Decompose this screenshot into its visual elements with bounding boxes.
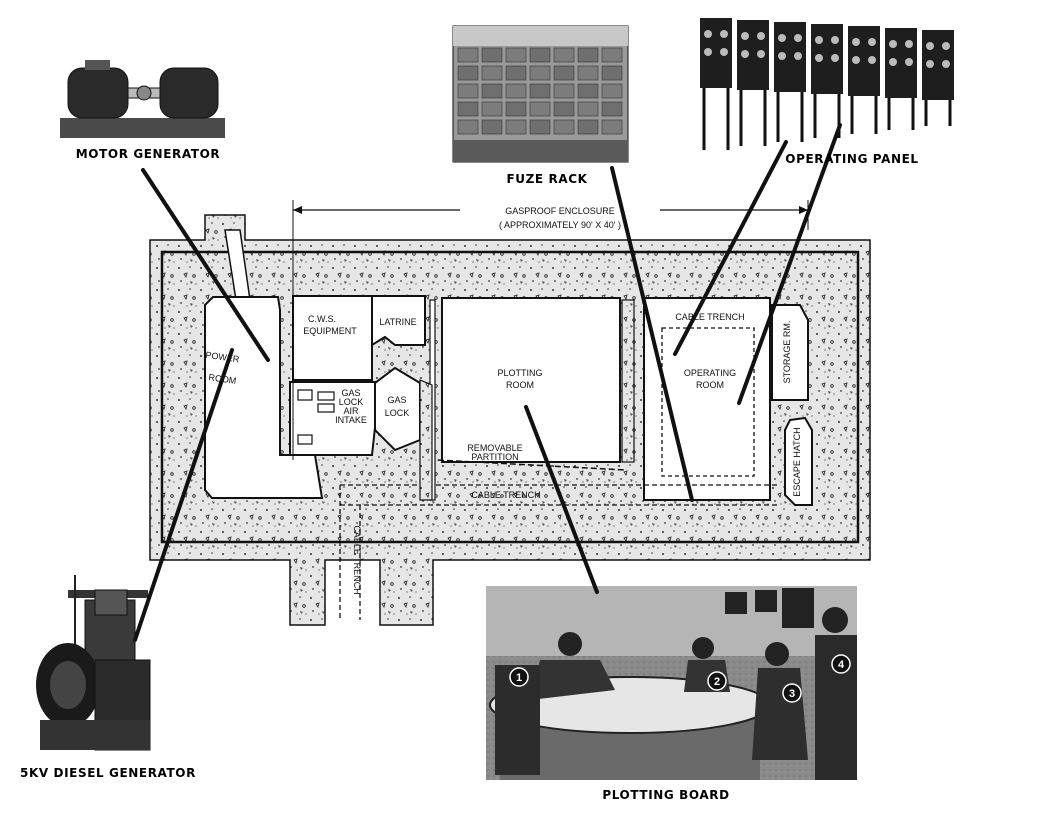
photo-number-4: 4: [831, 654, 851, 674]
gas-lock-label-2: LOCK: [385, 408, 410, 418]
plotting-board-photo: 1 2 3 4: [486, 586, 857, 780]
air-intake-label-4: INTAKE: [335, 415, 367, 425]
svg-text:1: 1: [516, 672, 522, 684]
fuze-rack-photo: [452, 25, 629, 163]
cable-trench-bottom-label: CABLE TRENCH: [471, 490, 540, 500]
cable-trench-vertical-label: CABLE TRENCH: [352, 525, 362, 594]
caption-plotting-board: PLOTTING BOARD: [602, 788, 729, 802]
inner-boundary: [160, 250, 860, 544]
svg-text:3: 3: [789, 688, 795, 700]
caption-fuze-rack: FUZE RACK: [506, 172, 587, 186]
caption-diesel-generator: 5KV DIESEL GENERATOR: [20, 766, 196, 780]
enclosure-title: GASPROOF ENCLOSURE: [505, 206, 615, 216]
cable-trench-top-label: CABLE TRENCH: [675, 312, 744, 322]
operating-panel-photo: [694, 14, 958, 154]
cws-label-2: EQUIPMENT: [303, 326, 357, 336]
partition-label-2: PARTITION: [471, 452, 518, 462]
air-intake-label-1: GAS: [341, 388, 360, 398]
photo-number-1: 1: [509, 667, 529, 687]
latrine-label: LATRINE: [379, 317, 416, 327]
escape-hatch-label: ESCAPE HATCH: [792, 427, 802, 496]
air-intake-label-3: AIR: [343, 406, 359, 416]
svg-text:2: 2: [714, 676, 720, 688]
leader-operating-panel-a: [673, 140, 788, 356]
gas-lock-label-1: GAS: [387, 395, 406, 405]
plotting-room-label-2: ROOM: [506, 380, 534, 390]
operator-figure-1: [495, 632, 615, 775]
photo-number-2: 2: [707, 671, 727, 691]
diesel-generator-photo: [36, 575, 151, 751]
partition-label-1: REMOVABLE: [467, 443, 522, 453]
power-room: [204, 296, 324, 499]
cws-label-1: C.W.S.: [308, 314, 336, 324]
air-intake-label-2: LOCK: [339, 397, 364, 407]
enclosure-dims: ( APPROXIMATELY 90' X 40' ): [499, 220, 621, 230]
plotting-room: [441, 297, 621, 463]
removable-partition: [437, 459, 626, 471]
operating-room: [643, 297, 771, 501]
photo-number-3: 3: [782, 683, 802, 703]
plotting-room-label-1: PLOTTING: [497, 368, 542, 378]
operating-room-label-1: OPERATING: [684, 368, 736, 378]
cable-trench: [339, 484, 780, 620]
motor-generator-photo: [60, 56, 225, 138]
caption-motor-generator: MOTOR GENERATOR: [76, 147, 220, 161]
storage-room: [771, 304, 809, 401]
escape-hatch-room: [784, 416, 813, 506]
floor-plan: GASPROOF ENCLOSURE ( APPROXIMATELY 90' X…: [149, 200, 871, 626]
operating-room-label-2: ROOM: [696, 380, 724, 390]
caption-operating-panel: OPERATING PANEL: [785, 152, 918, 166]
svg-text:4: 4: [838, 659, 845, 671]
leader-fuze-rack: [610, 166, 694, 502]
leader-operating-panel-b: [737, 123, 842, 405]
storage-room-label: STORAGE RM.: [782, 321, 792, 384]
operating-room-inner: [661, 327, 755, 477]
divider-wall: [621, 299, 635, 463]
leader-diesel-generator: [133, 348, 234, 642]
leader-lines: [133, 123, 842, 642]
leader-plotting-board: [524, 405, 599, 594]
leader-motor-generator: [141, 168, 270, 362]
latrine-room: [371, 295, 426, 347]
cws-equipment-room: [292, 295, 373, 381]
